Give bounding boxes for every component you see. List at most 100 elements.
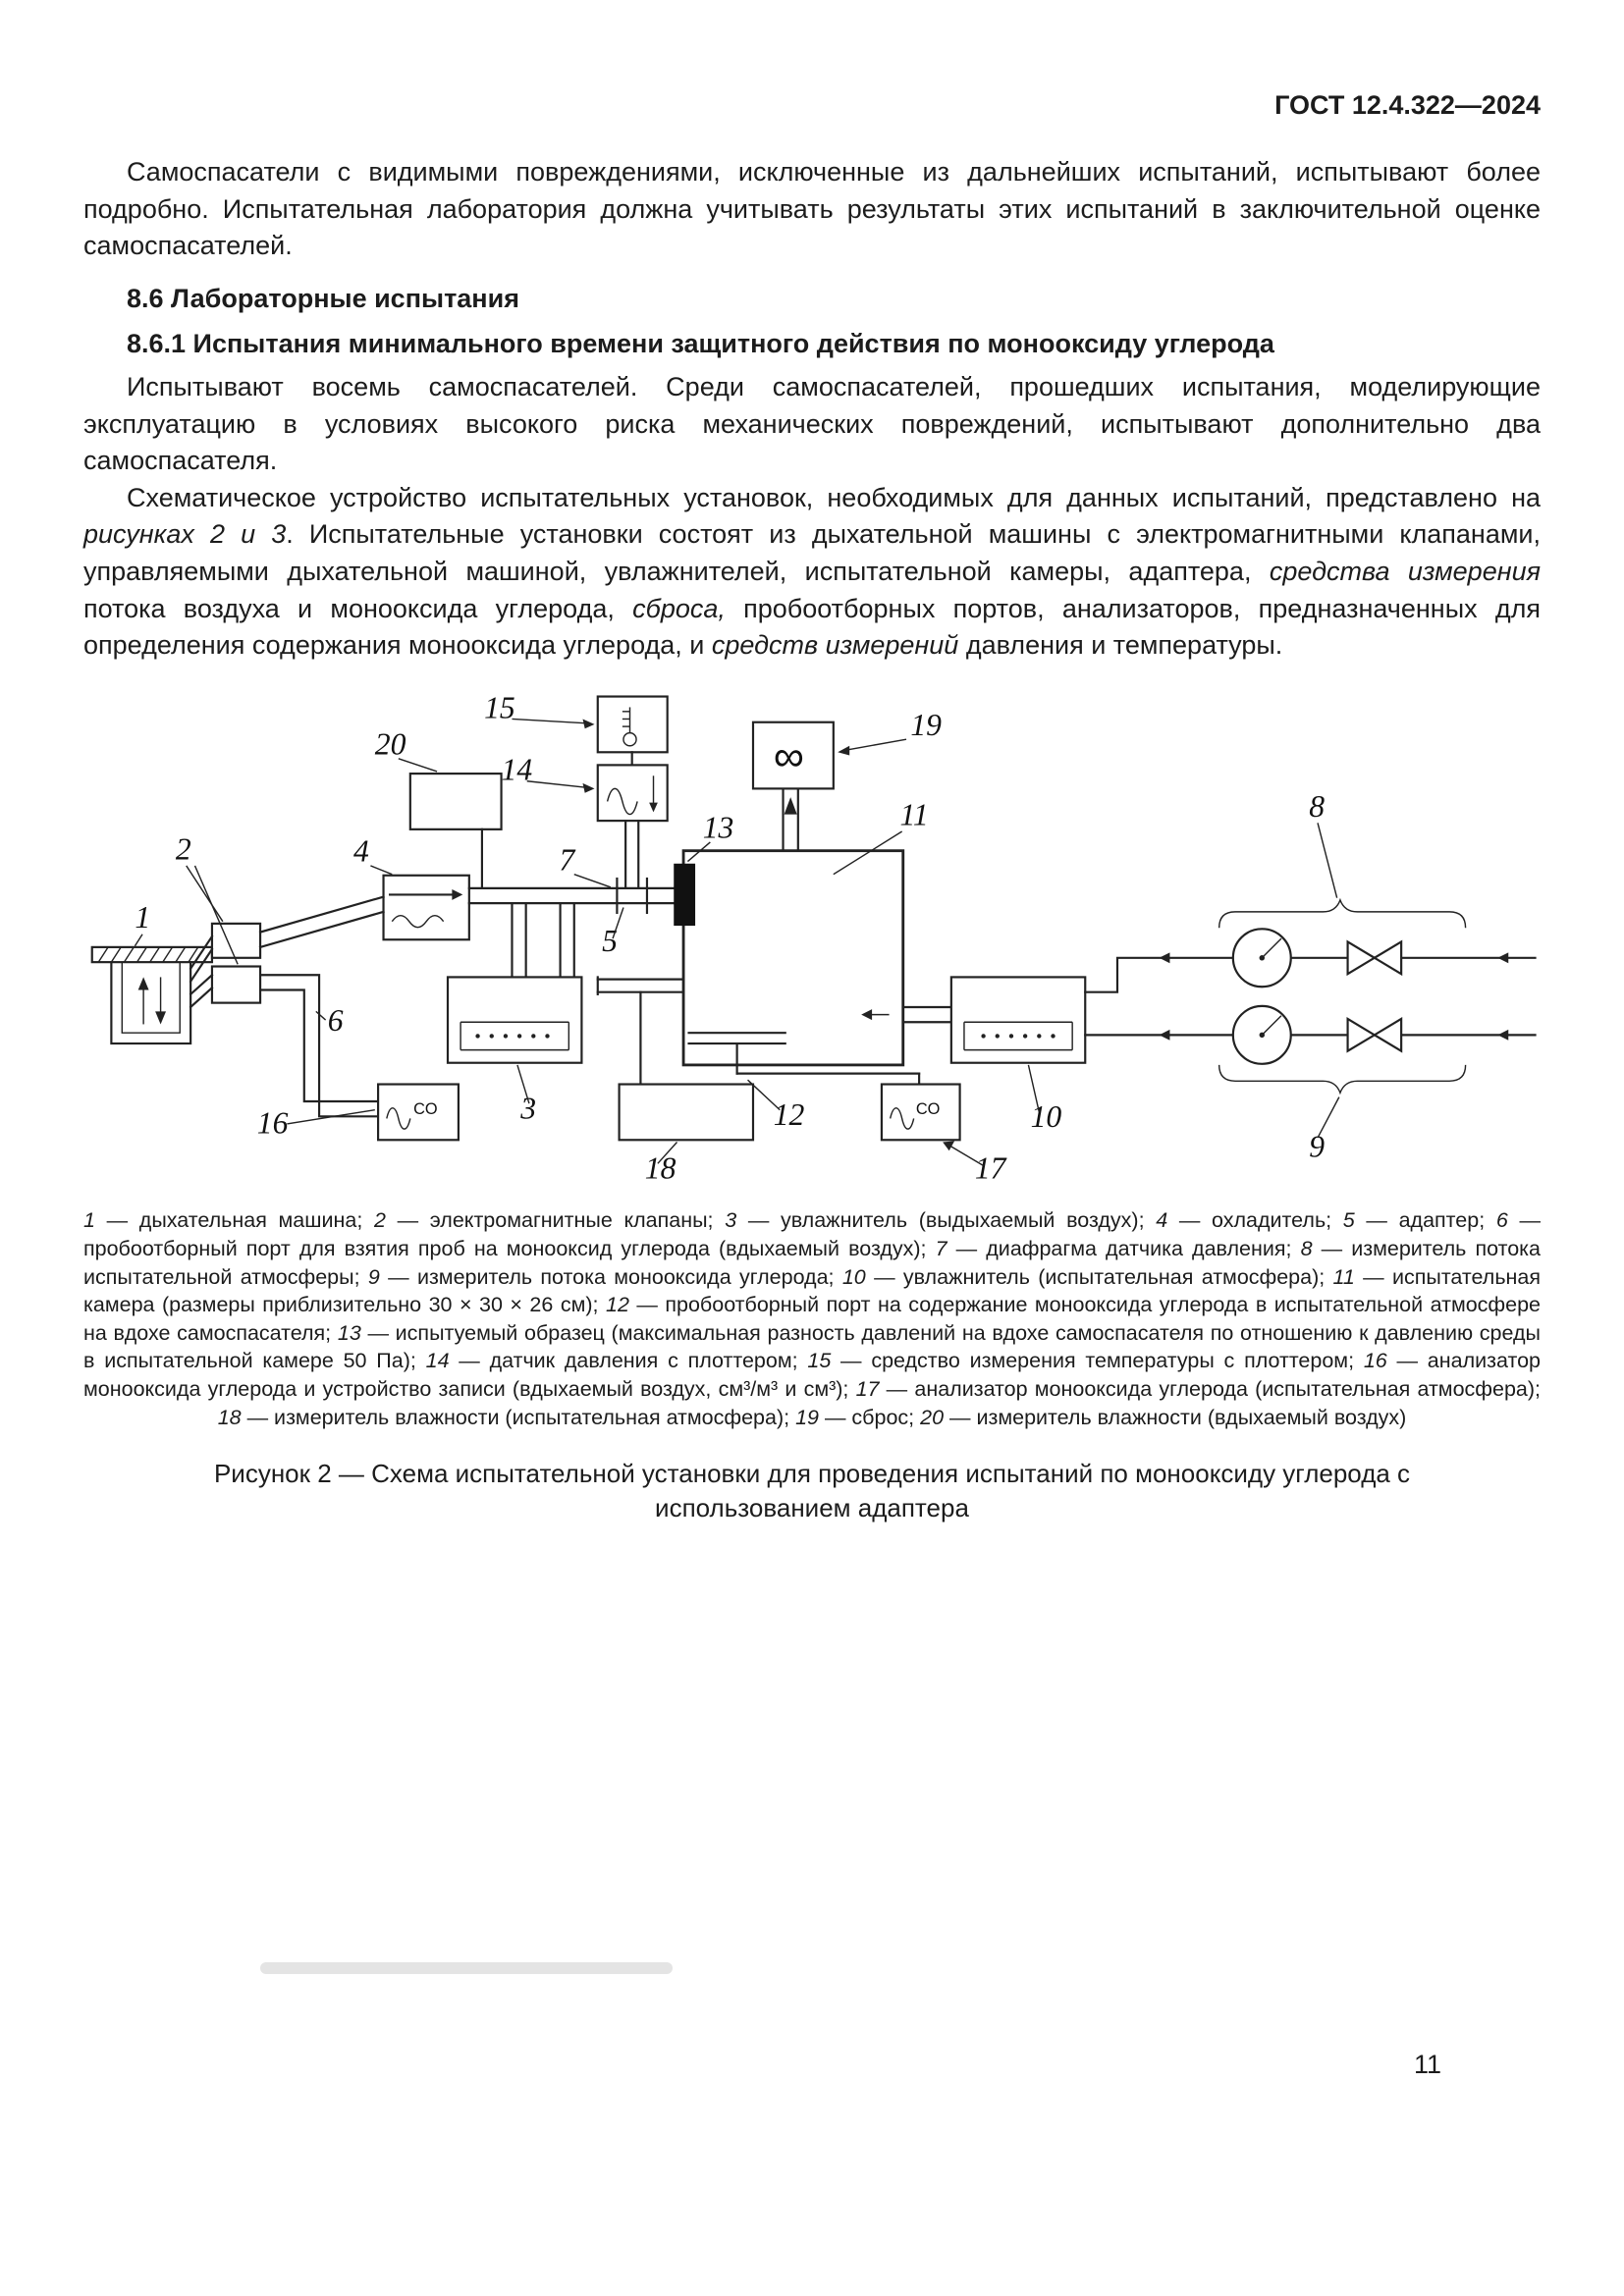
diagram-label-2: 2 [176, 831, 191, 866]
diagram-label-17: 17 [975, 1150, 1007, 1185]
paragraph-3: Схематическое устройство испытательных у… [83, 480, 1541, 665]
wave-icon [889, 1106, 915, 1130]
cooler [382, 874, 470, 940]
diagram-label-15: 15 [484, 690, 515, 724]
solenoid-valves [189, 922, 262, 1009]
leader-line [315, 1010, 327, 1021]
down-arrow-icon [649, 802, 658, 812]
diagram-label-12: 12 [774, 1097, 805, 1132]
leader-line [573, 873, 612, 887]
brace-top [1218, 897, 1467, 928]
test-chamber [674, 848, 905, 1066]
text-run: давления и температуры. [958, 630, 1283, 661]
diagram-label-8: 8 [1309, 788, 1325, 823]
valve-icon [1346, 1016, 1377, 1053]
leader-arrow-icon [838, 745, 850, 756]
humidity-meter-exhaled [408, 772, 503, 889]
heading-8-6: 8.6 Лабораторные испытания [127, 283, 519, 313]
leader-arrow-icon [582, 719, 595, 728]
leader-line [833, 829, 903, 875]
diagram-label-5: 5 [602, 924, 618, 958]
diagram-label-20: 20 [375, 726, 406, 761]
leader-line [526, 779, 587, 788]
text-run: сброса, [632, 593, 726, 623]
humidifier-chamber [901, 975, 1087, 1064]
exhaled-humidifier-pipes [511, 901, 575, 979]
flow-arrow-icon [861, 1008, 873, 1020]
document-page: ГОСТ 12.4.322—2024 Самоспасатели с видим… [83, 90, 1541, 1523]
leader-line [845, 738, 907, 751]
diagram-label-10: 10 [1031, 1099, 1062, 1134]
text-run: Схематическое устройство испытательных у… [127, 482, 1541, 512]
leader-line [398, 757, 438, 773]
heading-8-6-1: 8.6.1 Испытания минимального времени защ… [127, 328, 1274, 358]
valve-icon [1346, 939, 1377, 976]
infinity-symbol: ∞ [774, 731, 804, 779]
exhaust-outlet: ∞ [751, 721, 835, 852]
leader-line [186, 865, 224, 922]
test-specimen [674, 863, 696, 926]
page-number: 11 [1413, 2050, 1441, 2079]
leader-line [370, 864, 393, 875]
paragraph-1: Самоспасатели с видимыми повреждениями, … [83, 157, 1541, 261]
leader-line [1317, 822, 1338, 898]
breathing-machine [90, 945, 214, 1044]
figure-2-diagram: 1 2 20 [83, 690, 1541, 1194]
flow-arrow-icon [1497, 1029, 1509, 1041]
co-analyzer-exhaled: CO [376, 1083, 460, 1141]
leader-line [612, 906, 624, 938]
pressure-sensor [596, 763, 669, 889]
co-label: CO [916, 1100, 941, 1118]
diagram-label-4: 4 [353, 833, 369, 868]
test-rig-schematic: 1 2 20 [90, 690, 1537, 1185]
wave-icon [606, 787, 638, 815]
exhale-pipe [258, 894, 385, 948]
humidifier-exhaled [446, 975, 583, 1064]
adapter-pipe [467, 877, 676, 914]
text-run: пробоотборных портов, анализаторов, пред… [83, 593, 1541, 661]
diagram-label-1: 1 [135, 900, 150, 934]
flow-arrow-icon [1159, 1029, 1170, 1041]
flow-arrow-icon [1497, 951, 1509, 963]
diagram-label-16: 16 [257, 1105, 289, 1140]
paragraph-2: Испытывают восемь самоспасателей. Среди … [83, 372, 1541, 476]
flow-arrow-icon [1159, 951, 1170, 963]
up-arrow-icon [137, 976, 149, 990]
humidity-meter-chamber [618, 1083, 755, 1141]
leader-line [512, 718, 587, 724]
leader-line [1317, 1095, 1340, 1138]
document-number: ГОСТ 12.4.322—2024 [1274, 90, 1541, 120]
scan-artifact [260, 1962, 673, 1974]
temperature-recorder [596, 695, 669, 767]
leader-line [948, 1144, 984, 1166]
diagram-label-11: 11 [899, 797, 928, 831]
text-run: . Испытательные установки состоят из дых… [83, 519, 1541, 586]
leader-line [1027, 1064, 1041, 1112]
co-label: CO [413, 1100, 438, 1118]
valve-icon [1372, 1016, 1403, 1053]
co-analyzer-chamber: CO [880, 1083, 961, 1141]
port-12-line [735, 1041, 921, 1086]
leader-line [657, 1141, 678, 1164]
diagram-label-7: 7 [559, 842, 575, 877]
text-run: рисунках 2 и 3 [83, 519, 287, 550]
text-run: потока воздуха и монооксида углерода, [83, 593, 633, 623]
thermometer-bulb-icon [623, 731, 637, 746]
figure-legend: 1 — дыхательная машина; 2 — электромагни… [83, 1208, 1541, 1429]
figure-caption: Рисунок 2 — Схема испытательной установк… [213, 1459, 1411, 1523]
leader-arrow-icon [943, 1140, 955, 1150]
diagram-label-9: 9 [1309, 1129, 1325, 1163]
diagram-label-18: 18 [645, 1150, 677, 1185]
diagram-label-19: 19 [910, 707, 942, 741]
leader-arrow-icon [582, 782, 595, 793]
leader-line [134, 933, 143, 946]
down-arrow-icon [155, 1010, 167, 1024]
flow-meter-air-line [1084, 927, 1537, 993]
flow-arrow-icon [452, 888, 463, 900]
diagram-label-13: 13 [703, 810, 734, 844]
leader-line [686, 840, 711, 862]
wave-icon [386, 1106, 411, 1130]
text-run: средств измерений [711, 630, 959, 661]
hatch-pattern [97, 946, 199, 963]
valve-icon [1372, 939, 1403, 976]
